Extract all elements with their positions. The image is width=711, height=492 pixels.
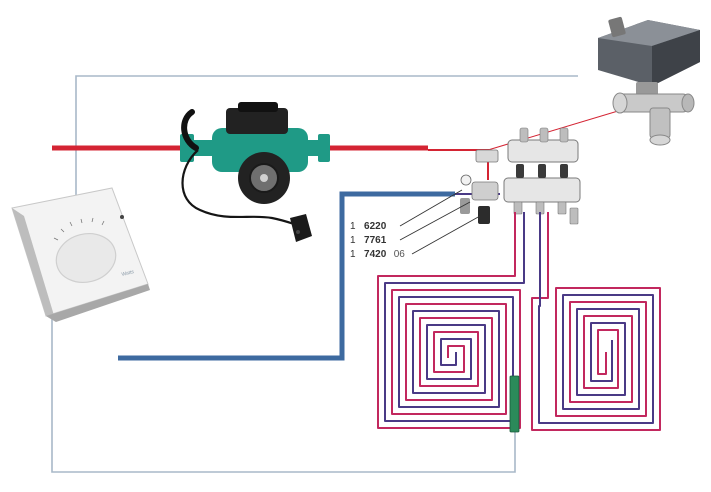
leader-7761 bbox=[399, 201, 471, 241]
thermostat-dial bbox=[55, 233, 117, 283]
return-pipe bbox=[118, 191, 455, 361]
thermostat-brand: Watts bbox=[121, 269, 135, 278]
circulation-pump-icon bbox=[180, 102, 330, 204]
heating-loops bbox=[377, 212, 661, 431]
thermostat-icon: Watts bbox=[11, 187, 150, 322]
leader-7420 bbox=[411, 215, 481, 255]
right-loop-return bbox=[538, 212, 654, 424]
part-label-7420: 1 7420 06 bbox=[350, 244, 405, 261]
right-loop-supply bbox=[531, 212, 661, 431]
left-loop-return bbox=[384, 212, 525, 422]
control-wires bbox=[51, 75, 578, 473]
thermostat-to-actuator-wire bbox=[75, 75, 578, 205]
power-plug-icon bbox=[181, 149, 312, 242]
part-label-7761: 1 7761 bbox=[350, 230, 387, 247]
pump-cable bbox=[181, 149, 295, 226]
leader-6220 bbox=[399, 189, 463, 227]
manifold-icon bbox=[460, 127, 581, 225]
part-labels: 1 6220 1 7761 1 7420 06 bbox=[350, 216, 405, 261]
left-loop-supply bbox=[377, 212, 521, 429]
thermostat-to-sensor-wire bbox=[51, 318, 516, 473]
part-label-6220: 1 6220 bbox=[350, 216, 387, 233]
motorized-valve-icon bbox=[598, 16, 700, 146]
part-leaders bbox=[399, 189, 481, 255]
floor-sensor-icon bbox=[509, 375, 520, 433]
